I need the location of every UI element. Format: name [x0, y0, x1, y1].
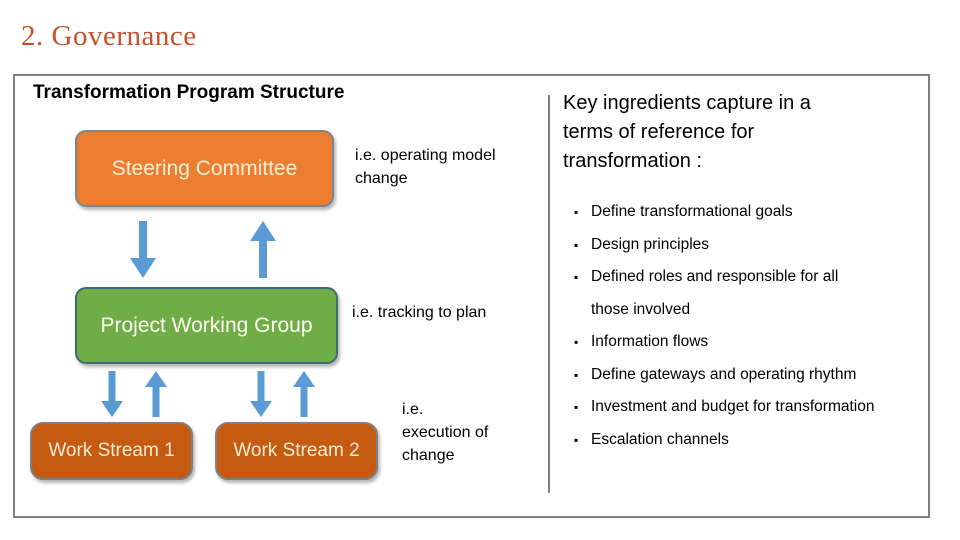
list-item: ▪ Define gateways and operating rhythm	[574, 359, 926, 392]
arrow-down-icon	[250, 371, 272, 417]
project-working-group-label: Project Working Group	[100, 313, 313, 337]
steering-committee-box: Steering Committee	[75, 130, 334, 207]
list-item: ▪ Escalation channels	[574, 424, 926, 457]
key-ingredients-list: ▪ Define transformational goals ▪ Design…	[574, 196, 926, 456]
bullet-icon: ▪	[574, 335, 579, 349]
steering-committee-label: Steering Committee	[111, 156, 298, 180]
bullet-icon: ▪	[574, 205, 579, 219]
arrow-down-icon	[130, 221, 156, 278]
list-item-text: Design principles	[591, 235, 710, 253]
column-divider	[548, 95, 550, 493]
arrow-down-icon	[101, 371, 123, 417]
bullet-icon: ▪	[574, 367, 579, 382]
list-item-text: Escalation channels	[591, 430, 729, 448]
bullet-icon: ▪	[574, 432, 579, 447]
work-stream-annotation: i.e. execution of change	[402, 401, 489, 464]
list-item-text: Information flows	[591, 333, 709, 350]
list-item-text: Define gateways and operating rhythm	[591, 365, 857, 383]
list-item: ▪ Information flows	[574, 326, 926, 359]
arrow-up-icon	[145, 371, 167, 417]
arrow-up-icon	[293, 371, 315, 417]
slide-title: 2. Governance	[21, 20, 197, 52]
work-stream-2-label: Work Stream 2	[233, 440, 360, 461]
project-working-group-box: Project Working Group	[75, 287, 338, 364]
list-item: ▪ Define transformational goals	[574, 196, 926, 229]
list-item: ▪ Investment and budget for transformati…	[574, 391, 926, 424]
work-stream-1-box: Work Stream 1	[30, 422, 193, 480]
list-item-text: Investment and budget for transformation	[591, 398, 875, 415]
work-stream-1-label: Work Stream 1	[48, 440, 175, 461]
working-group-annotation: i.e. tracking to plan	[352, 304, 487, 321]
steering-annotation: i.e. operating model change	[355, 147, 496, 187]
list-item-text: Define transformational goals	[591, 203, 793, 220]
key-ingredients-heading: Key ingredients capture in a terms of re…	[563, 92, 811, 172]
list-item: ▪ Design principles	[574, 229, 926, 262]
bullet-icon: ▪	[574, 237, 579, 252]
arrow-up-icon	[250, 221, 276, 278]
diagram-heading: Transformation Program Structure	[33, 82, 345, 103]
list-item-text: Defined roles and responsible for all th…	[591, 268, 839, 318]
list-item: ▪ Defined roles and responsible for all …	[574, 261, 926, 326]
bullet-icon: ▪	[574, 400, 579, 414]
work-stream-2-box: Work Stream 2	[215, 422, 378, 480]
bullet-icon: ▪	[574, 270, 579, 284]
